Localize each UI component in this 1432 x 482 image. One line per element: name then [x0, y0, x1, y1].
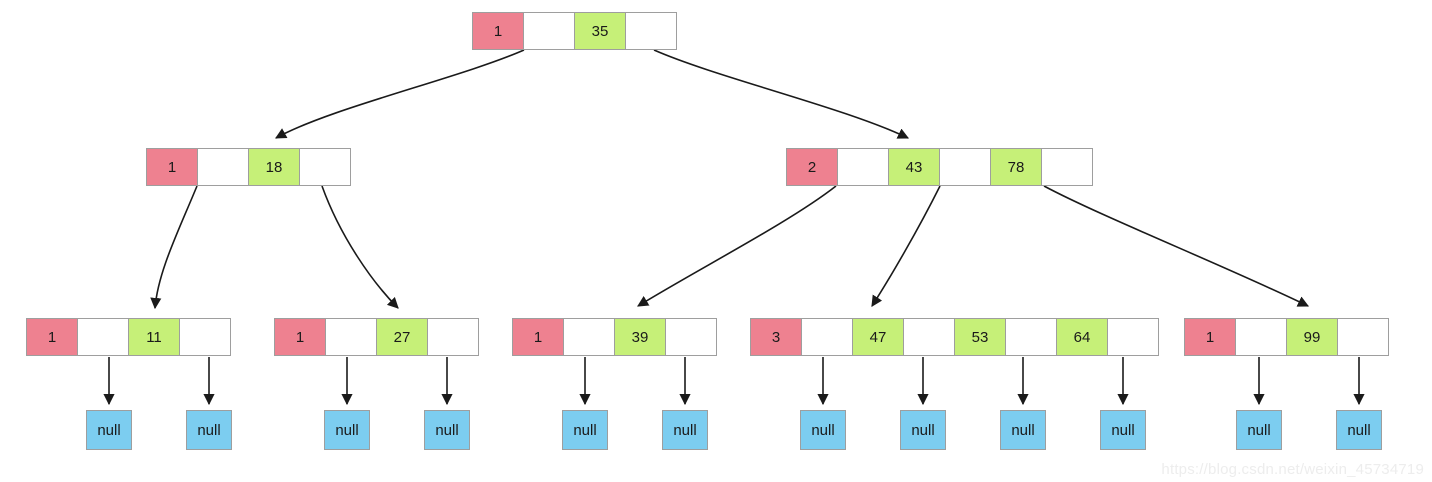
btree-node-internal-right[interactable]: 2 43 78 [786, 148, 1093, 186]
node-internal-left-pointer-cell-1[interactable] [197, 148, 249, 186]
node-leaf-47-53-64-pointer-cell-7[interactable] [1107, 318, 1159, 356]
node-internal-right-pointer-cell-3[interactable] [939, 148, 991, 186]
node-leaf-47-53-64-pointer-cell-1[interactable] [801, 318, 853, 356]
null-node-null-1[interactable]: null [86, 410, 132, 450]
edge-internal-right-to-leaf-47 [871, 185, 941, 307]
null-node-null-7[interactable]: null [800, 410, 846, 450]
node-leaf-27-count-cell-0[interactable]: 1 [274, 318, 326, 356]
edge-internal-right-to-leaf-99 [1043, 185, 1310, 307]
node-root-count-cell-0[interactable]: 1 [472, 12, 524, 50]
node-internal-left-pointer-cell-3[interactable] [299, 148, 351, 186]
node-leaf-47-53-64-key-cell-4[interactable]: 53 [954, 318, 1006, 356]
watermark: https://blog.csdn.net/weixin_45734719 [1161, 461, 1424, 478]
node-leaf-11-pointer-cell-3[interactable] [179, 318, 231, 356]
null-node-null-4[interactable]: null [424, 410, 470, 450]
node-leaf-47-53-64-key-cell-6[interactable]: 64 [1056, 318, 1108, 356]
btree-node-leaf-47-53-64[interactable]: 3 47 53 64 [750, 318, 1159, 356]
node-leaf-11-pointer-cell-1[interactable] [77, 318, 129, 356]
node-root-pointer-cell-3[interactable] [625, 12, 677, 50]
null-node-null-9[interactable]: null [1000, 410, 1046, 450]
btree-node-leaf-27[interactable]: 1 27 [274, 318, 479, 356]
edge-root-to-internal-right [653, 49, 910, 139]
null-node-null-12[interactable]: null [1336, 410, 1382, 450]
btree-node-leaf-99[interactable]: 1 99 [1184, 318, 1389, 356]
node-leaf-39-pointer-cell-1[interactable] [563, 318, 615, 356]
node-leaf-47-53-64-count-cell-0[interactable]: 3 [750, 318, 802, 356]
node-leaf-99-pointer-cell-3[interactable] [1337, 318, 1389, 356]
btree-node-leaf-39[interactable]: 1 39 [512, 318, 717, 356]
null-node-null-8[interactable]: null [900, 410, 946, 450]
node-leaf-47-53-64-pointer-cell-5[interactable] [1005, 318, 1057, 356]
node-leaf-47-53-64-key-cell-2[interactable]: 47 [852, 318, 904, 356]
node-internal-right-key-cell-4[interactable]: 78 [990, 148, 1042, 186]
null-node-null-3[interactable]: null [324, 410, 370, 450]
node-internal-left-count-cell-0[interactable]: 1 [146, 148, 198, 186]
node-leaf-27-pointer-cell-1[interactable] [325, 318, 377, 356]
edge-internal-right-to-leaf-39 [637, 185, 837, 307]
node-leaf-39-key-cell-2[interactable]: 39 [614, 318, 666, 356]
node-internal-right-count-cell-0[interactable]: 2 [786, 148, 838, 186]
null-node-null-10[interactable]: null [1100, 410, 1146, 450]
edge-internal-left-to-leaf-27 [321, 185, 399, 309]
btree-node-internal-left[interactable]: 1 18 [146, 148, 351, 186]
edge-root-to-internal-left [275, 49, 525, 139]
node-internal-left-key-cell-2[interactable]: 18 [248, 148, 300, 186]
node-leaf-99-count-cell-0[interactable]: 1 [1184, 318, 1236, 356]
null-node-null-6[interactable]: null [662, 410, 708, 450]
node-leaf-11-key-cell-2[interactable]: 11 [128, 318, 180, 356]
node-internal-right-pointer-cell-1[interactable] [837, 148, 889, 186]
node-leaf-39-count-cell-0[interactable]: 1 [512, 318, 564, 356]
node-leaf-27-pointer-cell-3[interactable] [427, 318, 479, 356]
node-leaf-47-53-64-pointer-cell-3[interactable] [903, 318, 955, 356]
edge-internal-left-to-leaf-11 [150, 185, 198, 310]
node-internal-right-pointer-cell-5[interactable] [1041, 148, 1093, 186]
null-node-null-5[interactable]: null [562, 410, 608, 450]
node-internal-right-key-cell-2[interactable]: 43 [888, 148, 940, 186]
node-leaf-39-pointer-cell-3[interactable] [665, 318, 717, 356]
node-root-pointer-cell-1[interactable] [523, 12, 575, 50]
null-node-null-11[interactable]: null [1236, 410, 1282, 450]
node-leaf-99-key-cell-2[interactable]: 99 [1286, 318, 1338, 356]
node-root-key-cell-2[interactable]: 35 [574, 12, 626, 50]
node-leaf-27-key-cell-2[interactable]: 27 [376, 318, 428, 356]
node-leaf-99-pointer-cell-1[interactable] [1235, 318, 1287, 356]
btree-node-root[interactable]: 1 35 [472, 12, 677, 50]
node-leaf-11-count-cell-0[interactable]: 1 [26, 318, 78, 356]
null-node-null-2[interactable]: null [186, 410, 232, 450]
